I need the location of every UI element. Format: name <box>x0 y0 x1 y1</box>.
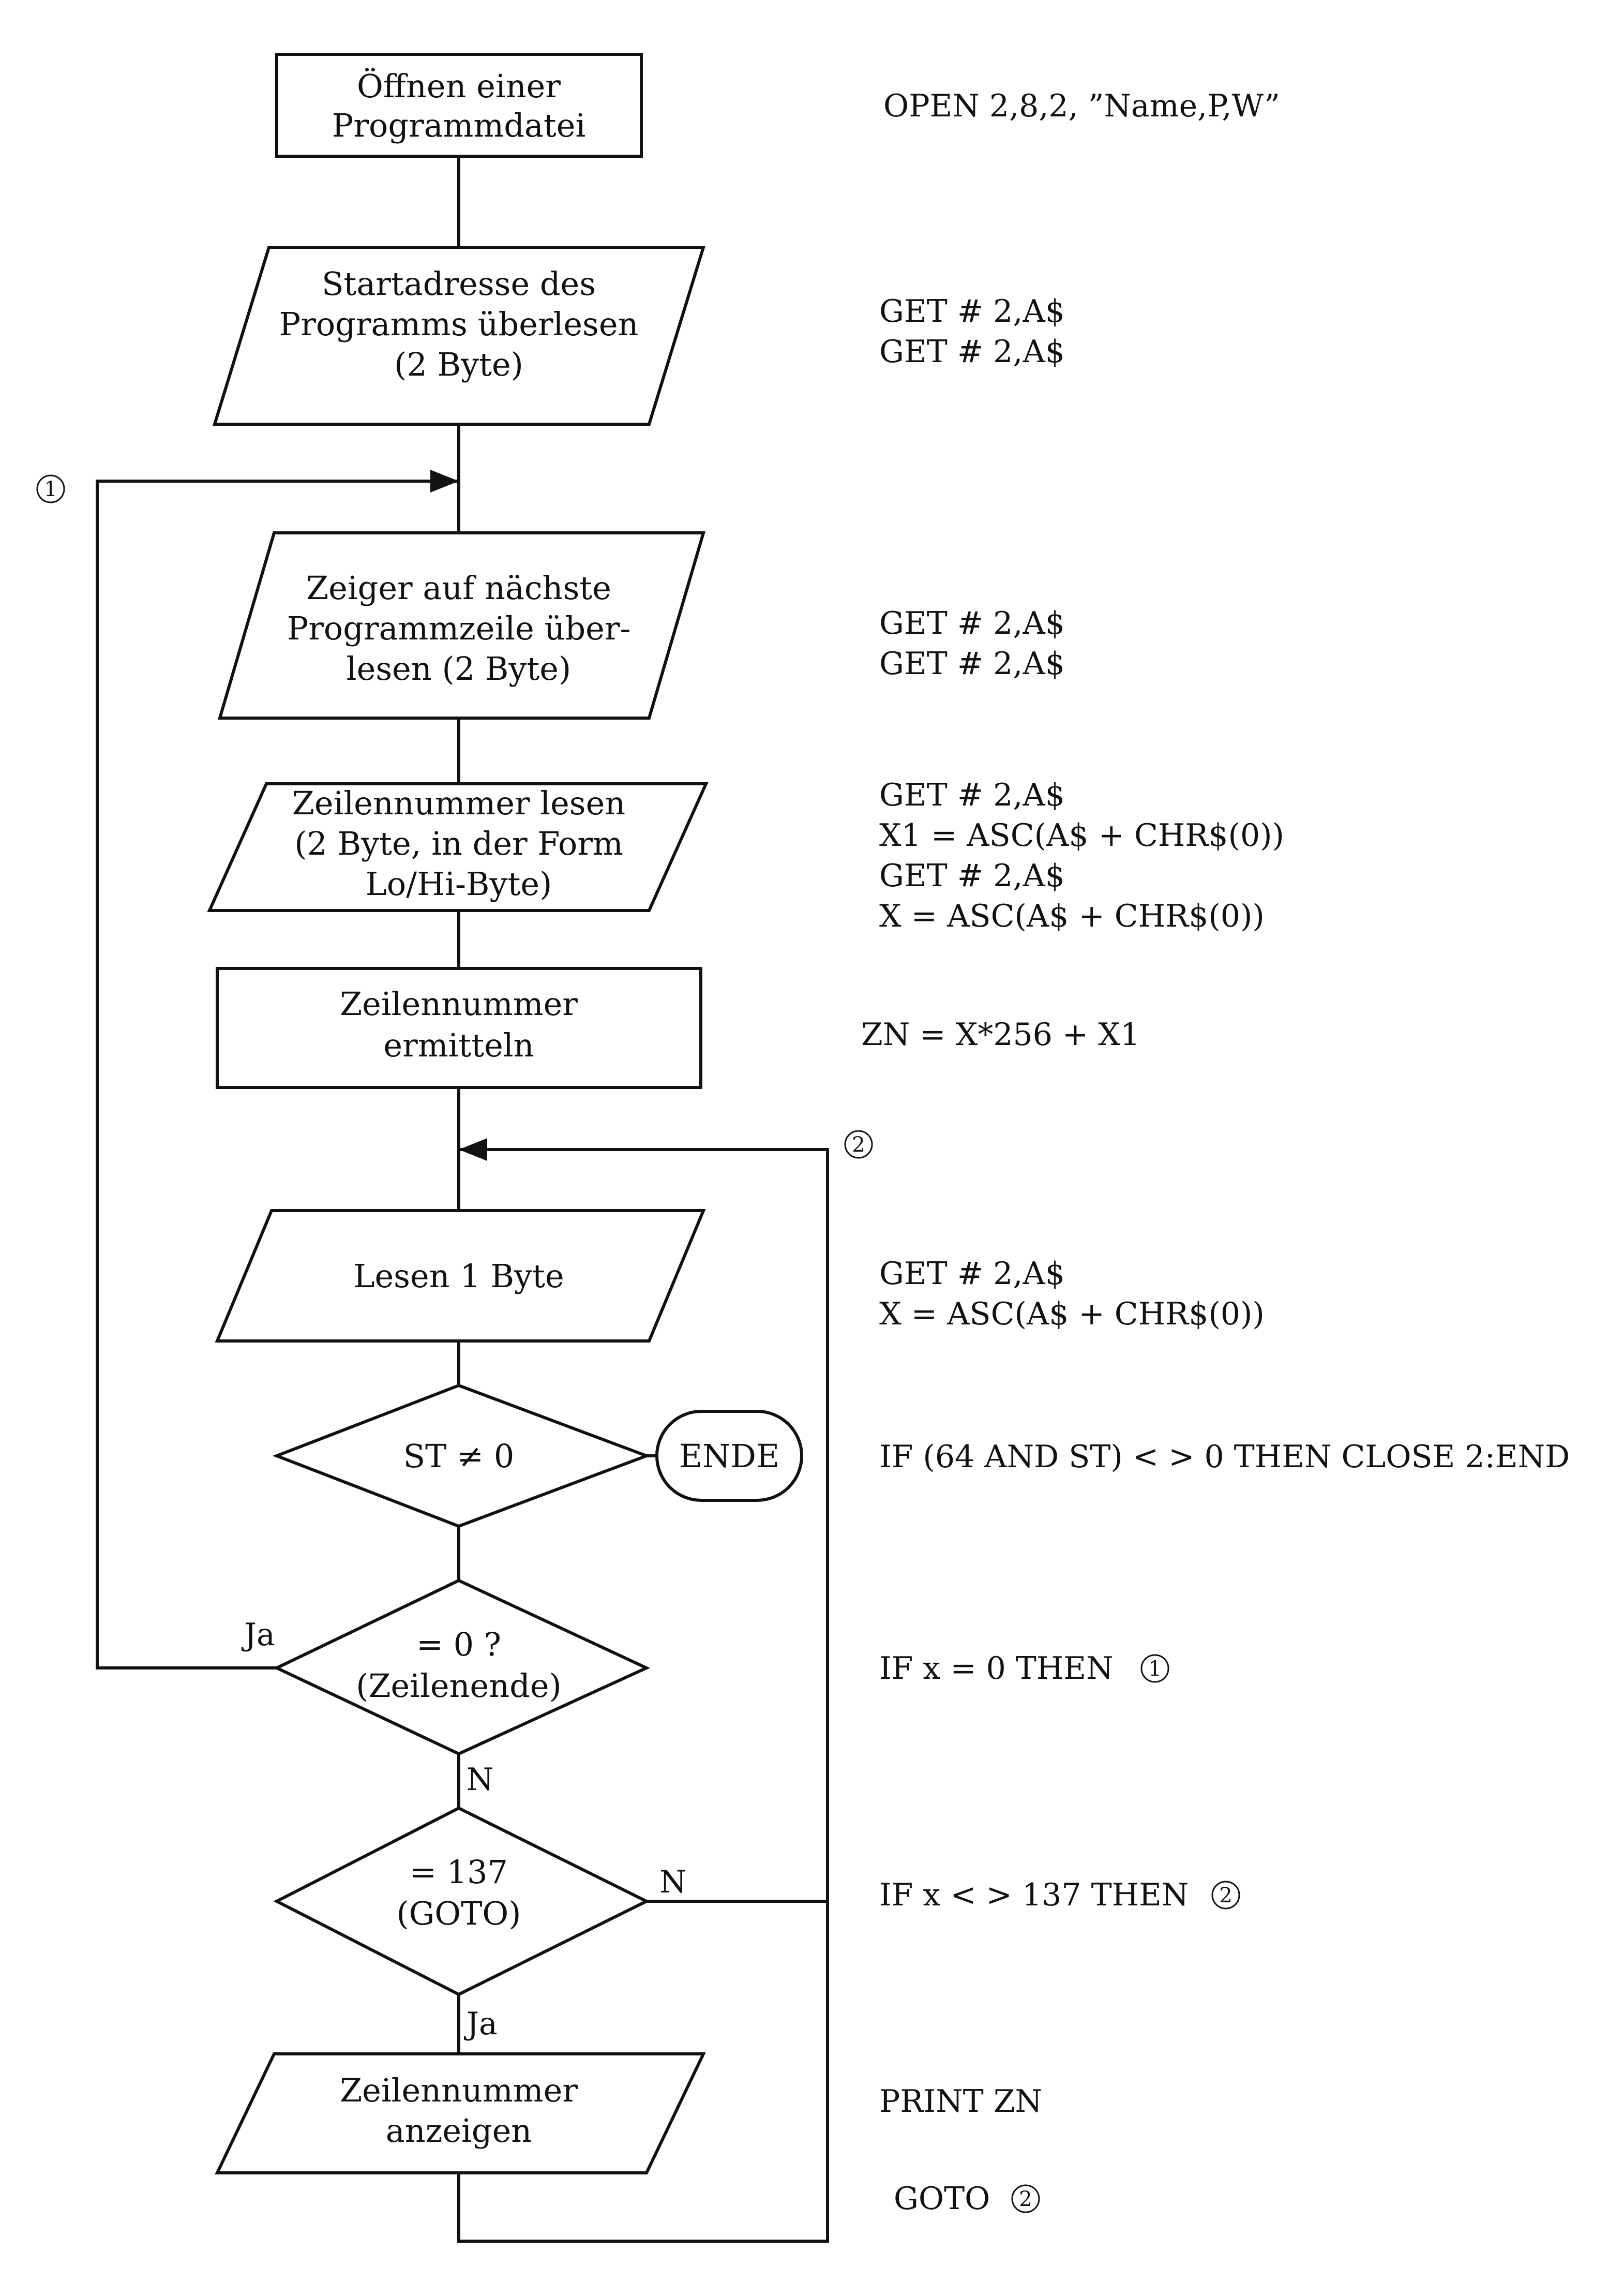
svg-text:2: 2 <box>852 1133 865 1157</box>
code-read-line-4: X = ASC(A$ + CHR$(0)) <box>879 898 1265 934</box>
code-read-line-3: GET # 2,A$ <box>879 858 1065 894</box>
svg-text:Startadresse des: Startadresse des <box>322 265 596 303</box>
svg-text:Lesen 1 Byte: Lesen 1 Byte <box>353 1257 564 1295</box>
edge-label-goto-yes: Ja <box>463 2006 498 2042</box>
connector-lines <box>96 156 829 2243</box>
svg-text:(2 Byte): (2 Byte) <box>394 346 523 383</box>
svg-text:Zeilennummer lesen: Zeilennummer lesen <box>292 784 626 822</box>
code-goto: GOTO 2 <box>894 2181 1040 2217</box>
code-calc-line: ZN = X*256 + X1 <box>861 1017 1140 1053</box>
svg-text:Programmzeile über-: Programmzeile über- <box>287 609 631 647</box>
node-show-line-number: Zeilennummer anzeigen <box>215 2052 706 2174</box>
svg-text:= 137: = 137 <box>410 1853 508 1891</box>
node-read-byte: Lesen 1 Byte <box>215 1209 706 1343</box>
code-skip-pointer-2: GET # 2,A$ <box>879 646 1065 682</box>
code-check-goto: IF x < > 137 THEN 2 <box>879 1877 1240 1913</box>
edge-label-goto-no: N <box>659 1864 687 1900</box>
node-skip-start-address: Startadresse des Programms überlesen (2 … <box>212 246 706 426</box>
code-check-eol: IF x = 0 THEN 1 <box>879 1650 1169 1687</box>
decision-goto-token: = 137 (GOTO) <box>273 1806 650 1996</box>
edge-label-eol-yes: Ja <box>241 1617 275 1653</box>
svg-text:2: 2 <box>1019 2187 1032 2211</box>
code-print: PRINT ZN <box>879 2083 1042 2120</box>
svg-text:= 0 ?: = 0 ? <box>416 1626 501 1663</box>
node-skip-line-pointer: Zeiger auf nächste Programmzeile über- l… <box>217 531 706 720</box>
svg-text:anzeigen: anzeigen <box>386 2112 532 2150</box>
svg-text:1: 1 <box>44 478 57 501</box>
svg-text:Programmdatei: Programmdatei <box>332 107 586 144</box>
code-skip-start-2: GET # 2,A$ <box>879 334 1065 370</box>
edge-label-eol-no: N <box>467 1762 494 1798</box>
svg-text:lesen (2 Byte): lesen (2 Byte) <box>347 650 571 688</box>
svg-text:ENDE: ENDE <box>679 1437 779 1475</box>
svg-text:IF x = 0 THEN: IF x = 0 THEN <box>879 1650 1114 1687</box>
code-skip-start-1: GET # 2,A$ <box>879 293 1065 330</box>
connector-marker-2: 2 <box>844 1130 873 1159</box>
code-column: OPEN 2,8,2, ”Name,P,W” GET # 2,A$ GET # … <box>861 88 1570 2217</box>
code-read-byte-2: X = ASC(A$ + CHR$(0)) <box>879 1296 1265 1332</box>
svg-text:Lo/Hi-Byte): Lo/Hi-Byte) <box>366 865 552 903</box>
svg-text:1: 1 <box>1148 1657 1161 1681</box>
node-read-line-number: Zeilennummer lesen (2 Byte, in der Form … <box>207 782 709 912</box>
connector-marker-1: 1 <box>36 474 65 503</box>
svg-text:GOTO: GOTO <box>894 2181 990 2217</box>
code-read-byte-1: GET # 2,A$ <box>879 1256 1065 1292</box>
node-calc-line-number: Zeilennummer ermitteln <box>216 967 702 1089</box>
svg-text:(GOTO): (GOTO) <box>397 1895 521 1932</box>
code-read-line-2: X1 = ASC(A$ + CHR$(0)) <box>879 817 1284 854</box>
loop-2-line <box>457 1148 829 2243</box>
decision-line-end: = 0 ? (Zeilenende) <box>273 1578 651 1756</box>
loop-2-arrowhead <box>459 1138 487 1161</box>
decision-status-check: ST ≠ 0 <box>272 1383 651 1528</box>
code-read-line-1: GET # 2,A$ <box>879 777 1065 813</box>
code-check-st: IF (64 AND ST) < > 0 THEN CLOSE 2:END <box>879 1439 1570 1475</box>
svg-text:(Zeilenende): (Zeilenende) <box>356 1667 561 1705</box>
svg-text:ST ≠ 0: ST ≠ 0 <box>403 1437 515 1475</box>
code-open: OPEN 2,8,2, ”Name,P,W” <box>883 88 1280 124</box>
svg-text:Zeilennummer: Zeilennummer <box>340 985 578 1023</box>
code-skip-pointer-1: GET # 2,A$ <box>879 605 1065 642</box>
terminator-end: ENDE <box>655 1410 803 1502</box>
svg-text:ermitteln: ermitteln <box>383 1026 534 1064</box>
svg-text:Öffnen einer: Öffnen einer <box>357 67 561 105</box>
svg-text:Programms überlesen: Programms überlesen <box>279 305 639 343</box>
svg-text:2: 2 <box>1219 1884 1232 1907</box>
svg-text:(2 Byte, in der Form: (2 Byte, in der Form <box>294 825 623 862</box>
svg-text:IF x < > 137 THEN: IF x < > 137 THEN <box>879 1877 1189 1913</box>
svg-text:Zeilennummer: Zeilennummer <box>340 2071 578 2109</box>
loop-1-arrowhead <box>430 470 459 493</box>
loop-1-line <box>96 480 459 1669</box>
node-open-file: Öffnen einer Programmdatei <box>275 53 643 158</box>
svg-text:Zeiger auf nächste: Zeiger auf nächste <box>306 569 611 607</box>
